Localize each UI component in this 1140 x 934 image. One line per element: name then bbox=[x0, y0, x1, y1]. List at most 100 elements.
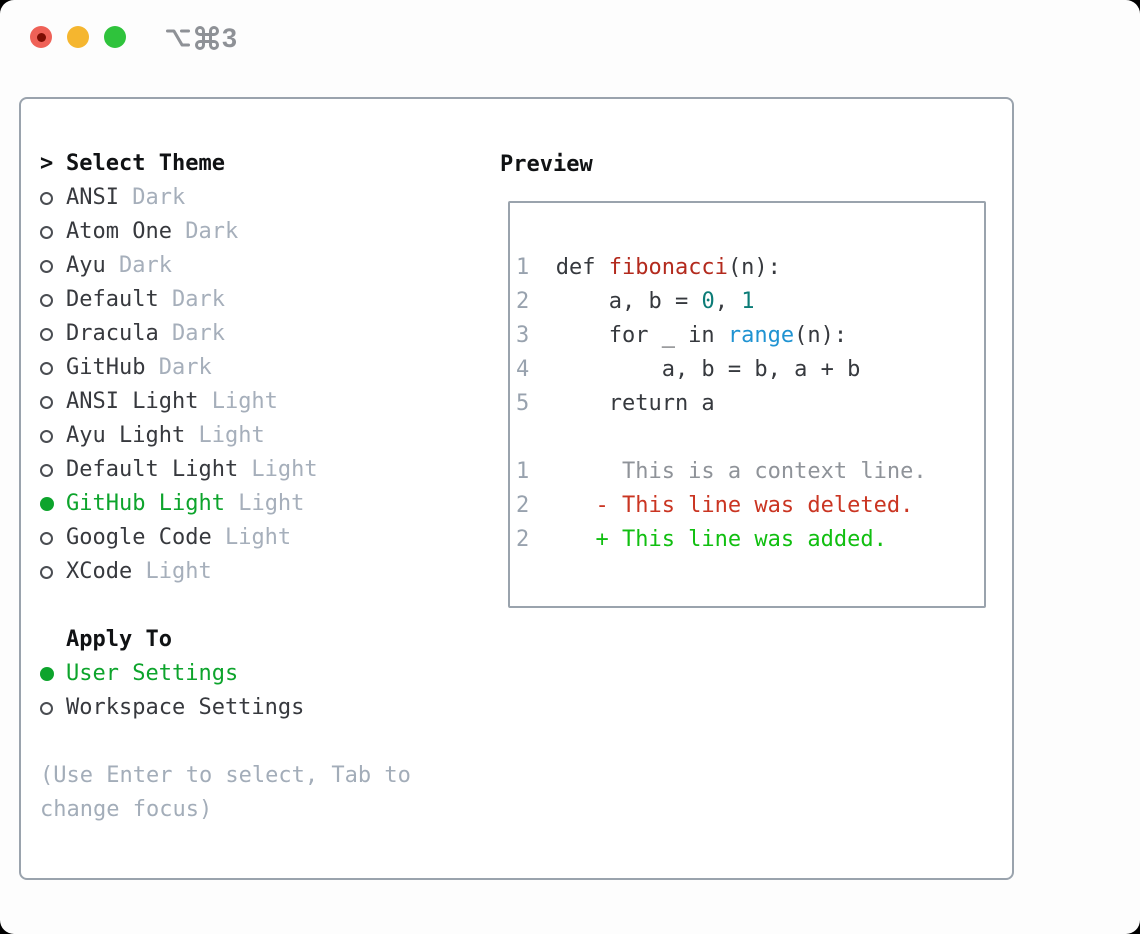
code-line: 3 for _ in range(n): bbox=[516, 319, 984, 353]
theme-option-ayu[interactable]: Ayu Dark bbox=[40, 249, 470, 283]
theme-option-ayu-light[interactable]: Ayu Light Light bbox=[40, 419, 470, 453]
apply-option-workspace-settings[interactable]: Workspace Settings bbox=[40, 691, 470, 725]
radio-icon bbox=[40, 361, 53, 375]
line-number: 4 bbox=[516, 357, 530, 382]
option-variant-label: Light bbox=[238, 457, 318, 482]
code-token: def bbox=[555, 255, 609, 280]
code-token: , bbox=[714, 289, 742, 314]
option-variant-label: Dark bbox=[171, 219, 239, 244]
radio-icon bbox=[40, 701, 53, 715]
radio-selected-icon bbox=[40, 667, 54, 681]
code-line bbox=[516, 421, 984, 455]
code-token: range bbox=[727, 323, 795, 348]
radio-icon bbox=[40, 191, 53, 205]
zoom-button[interactable] bbox=[104, 26, 126, 48]
theme-option-dracula[interactable]: Dracula Dark bbox=[40, 317, 470, 351]
apply-to-header: Apply To bbox=[40, 623, 470, 657]
option-label: Ayu Light bbox=[66, 423, 186, 448]
radio-selected-icon bbox=[40, 497, 54, 511]
close-dot-icon bbox=[36, 32, 46, 42]
apply-to-title: Apply To bbox=[66, 627, 172, 652]
code-line: 2 + This line was added. bbox=[516, 523, 984, 557]
radio-icon bbox=[40, 293, 53, 307]
radio-icon bbox=[40, 531, 53, 545]
option-label: Default Light bbox=[66, 457, 239, 482]
preview-title: Preview bbox=[500, 152, 593, 177]
titlebar: 3 bbox=[0, 0, 1140, 75]
theme-picker-title: Select Theme bbox=[66, 151, 225, 176]
radio-icon bbox=[40, 565, 53, 579]
line-number: 1 bbox=[516, 459, 530, 484]
code-token: 1 bbox=[741, 289, 755, 314]
option-variant-label: Light bbox=[132, 559, 212, 584]
option-label: Dracula bbox=[66, 321, 159, 346]
window-title-shortcut: 3 bbox=[164, 22, 237, 54]
theme-option-ansi-light[interactable]: ANSI Light Light bbox=[40, 385, 470, 419]
code-token: (n): bbox=[727, 255, 781, 280]
option-variant-label: Dark bbox=[118, 185, 186, 210]
line-number: 2 bbox=[516, 493, 530, 518]
code-token: This is a context line. bbox=[555, 459, 927, 484]
line-number: 2 bbox=[516, 527, 530, 552]
code-line: 5 return a bbox=[516, 387, 984, 421]
option-label: GitHub bbox=[66, 355, 146, 380]
apply-option-user-settings[interactable]: User Settings bbox=[40, 657, 470, 691]
theme-option-default-light[interactable]: Default Light Light bbox=[40, 453, 470, 487]
spacer bbox=[40, 725, 470, 759]
code-token: (n): bbox=[794, 323, 848, 348]
option-label: Workspace Settings bbox=[66, 695, 305, 720]
code-token: - This line was deleted. bbox=[555, 493, 914, 518]
option-variant-label: Light bbox=[198, 389, 278, 414]
option-label: User Settings bbox=[66, 661, 239, 686]
option-label: ANSI bbox=[66, 185, 119, 210]
theme-option-atom-one[interactable]: Atom One Dark bbox=[40, 215, 470, 249]
option-variant-label: Light bbox=[211, 525, 292, 550]
code-token: fibonacci bbox=[608, 255, 728, 280]
radio-icon bbox=[40, 225, 53, 239]
shortcut-digit: 3 bbox=[222, 23, 238, 53]
theme-option-google-code[interactable]: Google Code Light bbox=[40, 521, 470, 555]
code-token: a, b = bbox=[555, 289, 702, 314]
option-label: Google Code bbox=[66, 525, 212, 550]
keyboard-hint: (Use Enter to select, Tab to change focu… bbox=[40, 763, 411, 822]
code-token: return a bbox=[555, 391, 715, 416]
code-line: 4 a, b = b, a + b bbox=[516, 353, 984, 387]
line-number: 1 bbox=[516, 255, 530, 280]
code-token: 0 bbox=[701, 289, 715, 314]
radio-icon bbox=[40, 327, 53, 341]
code-line: 2 - This line was deleted. bbox=[516, 489, 984, 523]
option-variant-label: Dark bbox=[158, 287, 225, 312]
option-label: ANSI Light bbox=[66, 389, 199, 414]
option-variant-label: Dark bbox=[158, 321, 225, 346]
code-token: a, b = b, a + b bbox=[555, 357, 861, 382]
theme-option-ansi[interactable]: ANSI Dark bbox=[40, 181, 470, 215]
code-line: 1 def fibonacci(n): bbox=[516, 251, 984, 285]
command-key-icon bbox=[193, 24, 221, 52]
minimize-button[interactable] bbox=[67, 26, 89, 48]
radio-icon bbox=[40, 463, 53, 477]
radio-icon bbox=[40, 429, 53, 443]
spacer bbox=[40, 589, 470, 623]
radio-icon bbox=[40, 395, 53, 409]
option-key-icon bbox=[164, 24, 192, 52]
option-variant-label: Light bbox=[224, 491, 305, 516]
option-variant-label: Dark bbox=[105, 253, 172, 278]
theme-option-xcode[interactable]: XCode Light bbox=[40, 555, 470, 589]
option-label: GitHub Light bbox=[66, 491, 225, 516]
close-button[interactable] bbox=[30, 26, 52, 48]
option-variant-label: Dark bbox=[145, 355, 212, 380]
code-token: for _ in bbox=[555, 323, 728, 348]
theme-option-github[interactable]: GitHub Dark bbox=[40, 351, 470, 385]
option-variant-label: Light bbox=[185, 423, 265, 448]
theme-option-github-light[interactable]: GitHub Light Light bbox=[40, 487, 470, 521]
code-line: 1 This is a context line. bbox=[516, 455, 984, 489]
option-label: Atom One bbox=[66, 219, 172, 244]
theme-option-default[interactable]: Default Dark bbox=[40, 283, 470, 317]
option-label: Default bbox=[66, 287, 159, 312]
